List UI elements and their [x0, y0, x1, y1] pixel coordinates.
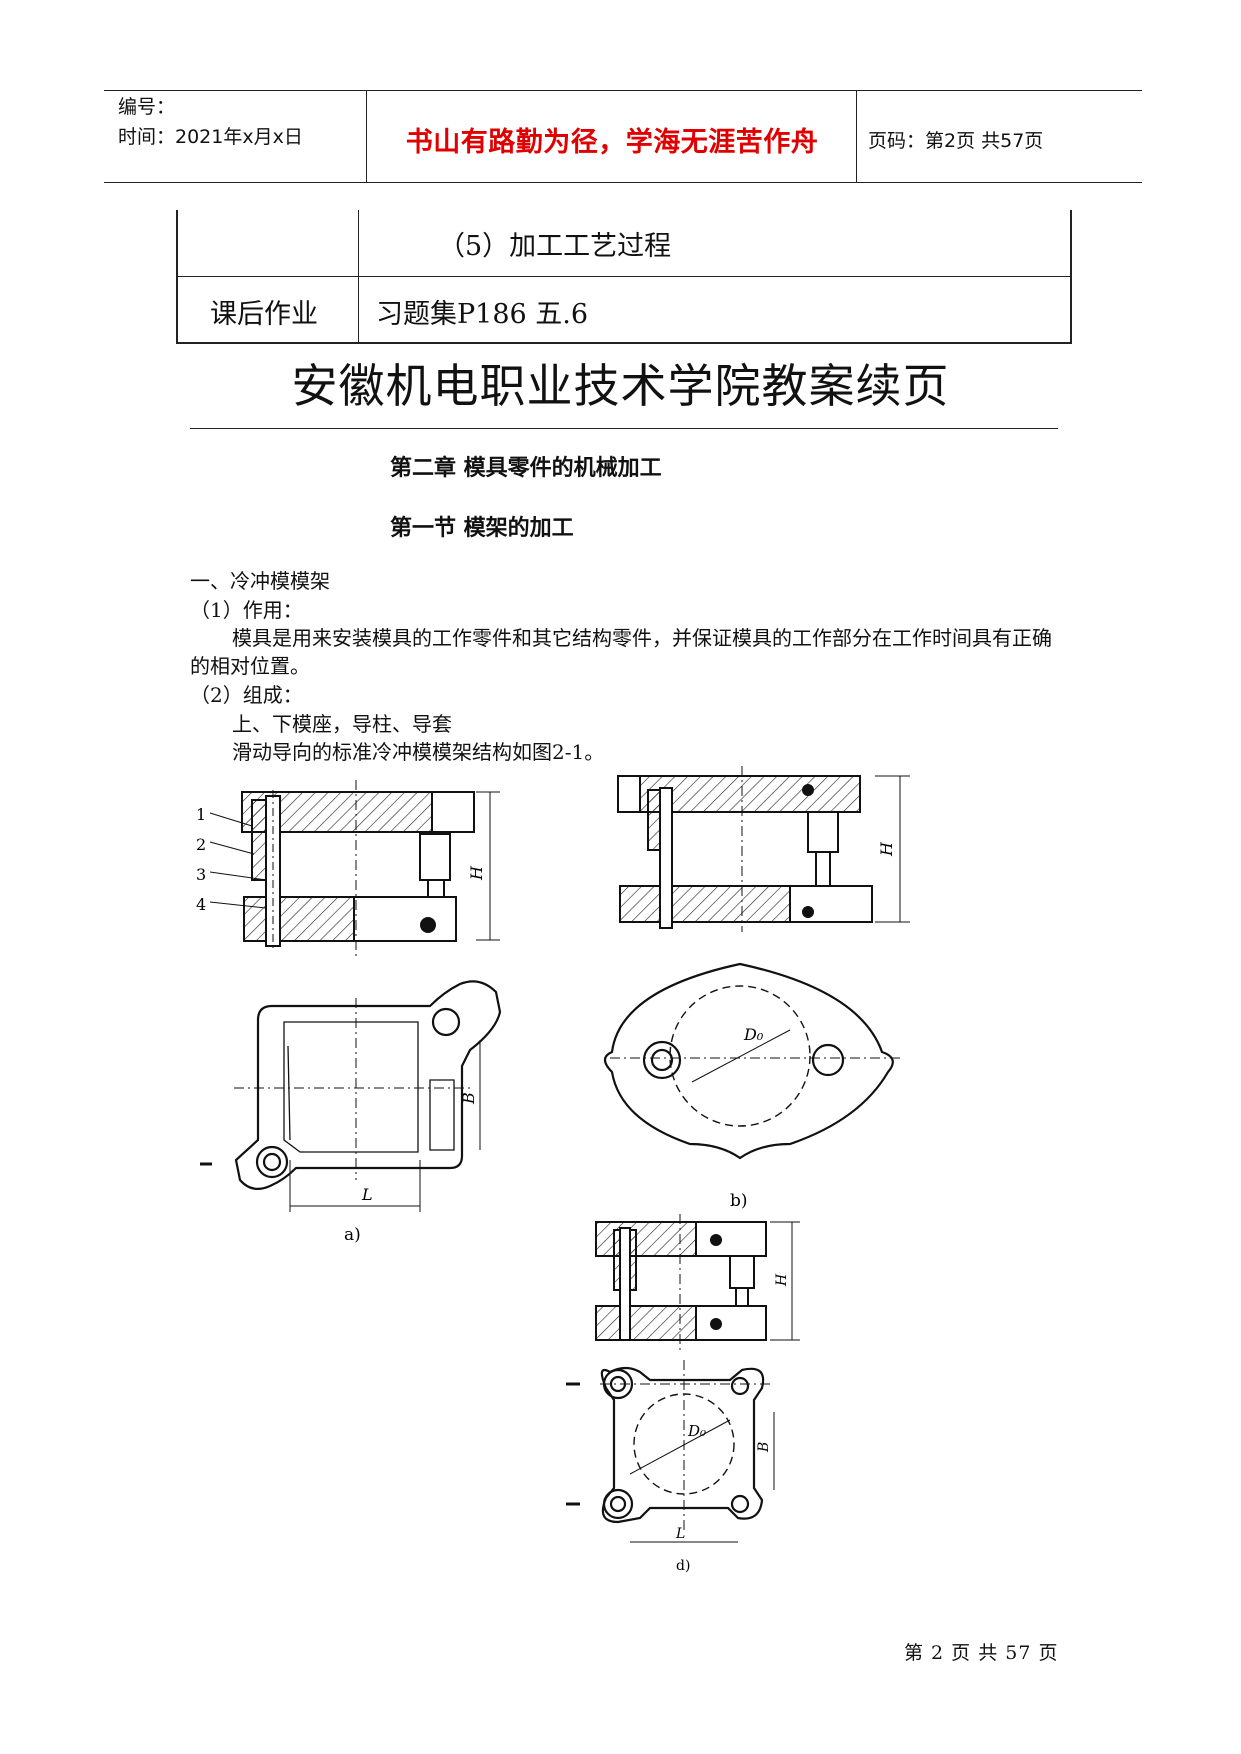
body-line-2: 滑动导向的标准冷冲模模架结构如图2-1。 — [232, 740, 605, 764]
label-b: b) — [730, 1191, 748, 1211]
body-line-1: 上、下模座，导柱、导套 — [232, 712, 452, 736]
dim-b-a: B — [459, 1092, 478, 1105]
figure-d-plan — [566, 1360, 775, 1543]
table-row2-content: 习题集P186 五.6 — [376, 299, 589, 330]
serial-label: 编号： — [118, 96, 176, 118]
time-label: 时间：2021年x月x日 — [118, 126, 303, 148]
dim-h-b: H — [877, 841, 896, 857]
header-meta: 编号： 时间：2021年x月x日 — [118, 92, 303, 152]
header-bottom-rule — [104, 182, 1142, 183]
item-1: 一、冷冲模模架 — [190, 569, 330, 593]
figure-a-plan — [200, 980, 502, 1212]
label-d: d) — [676, 1558, 690, 1574]
table-row-divider — [178, 276, 1070, 277]
motto: 书山有路勤为径，学海无涯苦作舟 — [405, 126, 819, 158]
figure-d-section — [595, 1214, 800, 1350]
chapter-heading: 第二章 模具零件的机械加工 — [390, 456, 662, 481]
dim-h-a: H — [467, 865, 486, 881]
item-3: （2）组成： — [190, 683, 303, 707]
section-heading: 第一节 模架的加工 — [390, 516, 574, 541]
label-a: a) — [344, 1225, 361, 1245]
header-page-info: 页码：第2页 共57页 — [868, 129, 1044, 152]
table-row1-content: （5）加工工艺过程 — [438, 231, 672, 262]
dim-h-d: H — [774, 1273, 790, 1287]
callout-4: 4 — [196, 895, 206, 914]
lesson-table: （5）加工工艺过程 课后作业 习题集P186 五.6 — [176, 210, 1072, 344]
page-footer: 第 2 页 共 57 页 — [904, 1642, 1059, 1664]
dim-d0-d: D₀ — [687, 1422, 706, 1440]
table-row2-label: 课后作业 — [210, 299, 318, 330]
header-divider-1 — [366, 91, 367, 183]
item-2: （1）作用： — [190, 598, 303, 622]
title-rule — [190, 428, 1058, 429]
dim-b-d: B — [756, 1442, 772, 1453]
callout-1: 1 — [196, 805, 206, 824]
header-top-rule — [104, 90, 1142, 91]
callout-3: 3 — [196, 865, 206, 884]
callout-2: 2 — [196, 835, 206, 854]
page-title: 安徽机电职业技术学院教案续页 — [291, 359, 950, 413]
dim-l-d: L — [675, 1526, 685, 1542]
figure-b-plan — [603, 962, 900, 1160]
header-divider-2 — [856, 91, 857, 183]
dim-d0-b: D₀ — [743, 1025, 764, 1044]
figure-b-section — [617, 766, 910, 932]
figure-a-section — [209, 780, 500, 960]
dim-l-a: L — [361, 1185, 373, 1204]
paragraph-1: 模具是用来安装模具的工作零件和其它结构零件，并保证模具的工作部分在工作时间具有正… — [190, 626, 1052, 678]
